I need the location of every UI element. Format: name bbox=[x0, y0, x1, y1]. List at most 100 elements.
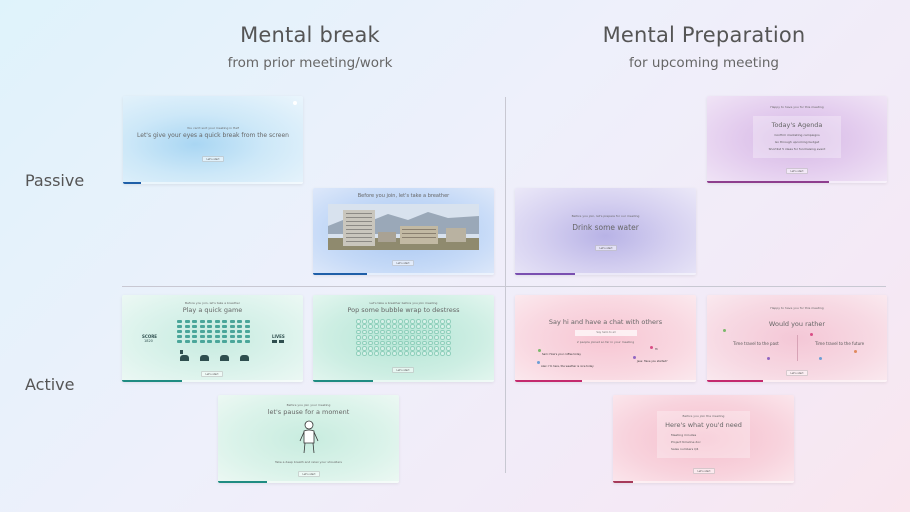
bubble[interactable] bbox=[404, 319, 409, 324]
bubble[interactable] bbox=[374, 340, 379, 346]
bubble[interactable] bbox=[386, 340, 391, 346]
bubble[interactable] bbox=[422, 346, 427, 351]
bubble[interactable] bbox=[380, 335, 385, 340]
bubble[interactable] bbox=[404, 329, 409, 335]
card-eye-break[interactable]: You can't sort your meeting in Half Let'… bbox=[123, 96, 303, 184]
bubble[interactable] bbox=[434, 319, 439, 324]
bubble[interactable] bbox=[404, 335, 409, 340]
bubble[interactable] bbox=[416, 335, 421, 340]
bubble[interactable] bbox=[386, 324, 391, 329]
bubble[interactable] bbox=[410, 319, 415, 324]
bubble[interactable] bbox=[410, 329, 415, 335]
bubble[interactable] bbox=[392, 351, 397, 356]
bubble[interactable] bbox=[446, 329, 451, 335]
bubble[interactable] bbox=[440, 346, 445, 351]
bubble[interactable] bbox=[428, 329, 433, 335]
card-agenda-start-button[interactable]: Let's start bbox=[786, 168, 808, 174]
bubble[interactable] bbox=[374, 335, 379, 340]
bubble[interactable] bbox=[434, 329, 439, 335]
bubble-wrap-grid[interactable] bbox=[356, 319, 452, 357]
bubble[interactable] bbox=[380, 319, 385, 324]
bubble[interactable] bbox=[422, 329, 427, 335]
bubble[interactable] bbox=[374, 351, 379, 356]
bubble[interactable] bbox=[446, 335, 451, 340]
bubble[interactable] bbox=[422, 335, 427, 340]
bubble[interactable] bbox=[362, 329, 367, 335]
bubble[interactable] bbox=[404, 346, 409, 351]
bubble[interactable] bbox=[368, 351, 373, 356]
bubble[interactable] bbox=[404, 340, 409, 346]
bubble[interactable] bbox=[398, 346, 403, 351]
bubble[interactable] bbox=[422, 340, 427, 346]
bubble[interactable] bbox=[362, 324, 367, 329]
bubble[interactable] bbox=[428, 335, 433, 340]
card-drink-water[interactable]: Before you join, let's prepare for our m… bbox=[515, 188, 696, 275]
bubble[interactable] bbox=[416, 324, 421, 329]
bubble[interactable] bbox=[356, 335, 361, 340]
bubble[interactable] bbox=[386, 346, 391, 351]
bubble[interactable] bbox=[446, 324, 451, 329]
card-what-you-need-start-button[interactable]: Let's start bbox=[693, 468, 715, 474]
card-quick-game-start-button[interactable]: Let's start bbox=[201, 371, 223, 377]
bubble[interactable] bbox=[380, 340, 385, 346]
bubble[interactable] bbox=[416, 340, 421, 346]
card-would-you-rather-start-button[interactable]: Let's start bbox=[786, 370, 808, 376]
bubble[interactable] bbox=[380, 329, 385, 335]
need-item[interactable]: Sales numbers Q4 bbox=[671, 447, 699, 451]
bubble[interactable] bbox=[416, 346, 421, 351]
card-bubble-wrap[interactable]: Let's take a breather before you join me… bbox=[313, 295, 494, 382]
bubble[interactable] bbox=[386, 335, 391, 340]
bubble[interactable] bbox=[410, 351, 415, 356]
bubble[interactable] bbox=[410, 324, 415, 329]
card-what-you-need[interactable]: Before you join the meeting Here's what … bbox=[613, 395, 794, 483]
bubble[interactable] bbox=[362, 335, 367, 340]
bubble[interactable] bbox=[368, 324, 373, 329]
bubble[interactable] bbox=[440, 319, 445, 324]
bubble[interactable] bbox=[446, 351, 451, 356]
card-bubble-wrap-start-button[interactable]: Let's start bbox=[392, 367, 414, 373]
bubble[interactable] bbox=[368, 319, 373, 324]
bubble[interactable] bbox=[386, 351, 391, 356]
bubble[interactable] bbox=[398, 351, 403, 356]
bubble[interactable] bbox=[368, 335, 373, 340]
bubble[interactable] bbox=[392, 319, 397, 324]
bubble[interactable] bbox=[440, 329, 445, 335]
option-a[interactable]: Time travel to the past bbox=[733, 341, 779, 346]
bubble[interactable] bbox=[446, 319, 451, 324]
bubble[interactable] bbox=[356, 329, 361, 335]
bubble[interactable] bbox=[368, 346, 373, 351]
card-breather[interactable]: Before you join, let's take a breather L… bbox=[313, 188, 494, 275]
bubble[interactable] bbox=[404, 351, 409, 356]
bubble[interactable] bbox=[392, 340, 397, 346]
bubble[interactable] bbox=[398, 340, 403, 346]
bubble[interactable] bbox=[434, 340, 439, 346]
bubble[interactable] bbox=[368, 340, 373, 346]
bubble[interactable] bbox=[422, 351, 427, 356]
bubble[interactable] bbox=[374, 324, 379, 329]
bubble[interactable] bbox=[362, 319, 367, 324]
bubble[interactable] bbox=[410, 340, 415, 346]
bubble[interactable] bbox=[392, 324, 397, 329]
bubble[interactable] bbox=[428, 351, 433, 356]
bubble[interactable] bbox=[398, 319, 403, 324]
card-chat[interactable]: Say hi and have a chat with others Say h… bbox=[515, 295, 696, 382]
bubble[interactable] bbox=[434, 346, 439, 351]
bubble[interactable] bbox=[446, 340, 451, 346]
bubble[interactable] bbox=[428, 319, 433, 324]
bubble[interactable] bbox=[374, 319, 379, 324]
need-item[interactable]: Meeting minutes bbox=[671, 433, 697, 437]
card-breather-start-button[interactable]: Let's start bbox=[392, 260, 414, 266]
option-b[interactable]: Time travel to the future bbox=[815, 341, 865, 346]
bubble[interactable] bbox=[410, 346, 415, 351]
bubble[interactable] bbox=[446, 346, 451, 351]
bubble[interactable] bbox=[362, 340, 367, 346]
bubble[interactable] bbox=[422, 319, 427, 324]
bubble[interactable] bbox=[380, 346, 385, 351]
bubble[interactable] bbox=[362, 346, 367, 351]
bubble[interactable] bbox=[386, 319, 391, 324]
bubble[interactable] bbox=[434, 324, 439, 329]
card-eye-break-start-button[interactable]: Let's start bbox=[202, 156, 224, 162]
bubble[interactable] bbox=[374, 346, 379, 351]
need-item[interactable]: Project timeline doc bbox=[671, 440, 701, 444]
bubble[interactable] bbox=[410, 335, 415, 340]
